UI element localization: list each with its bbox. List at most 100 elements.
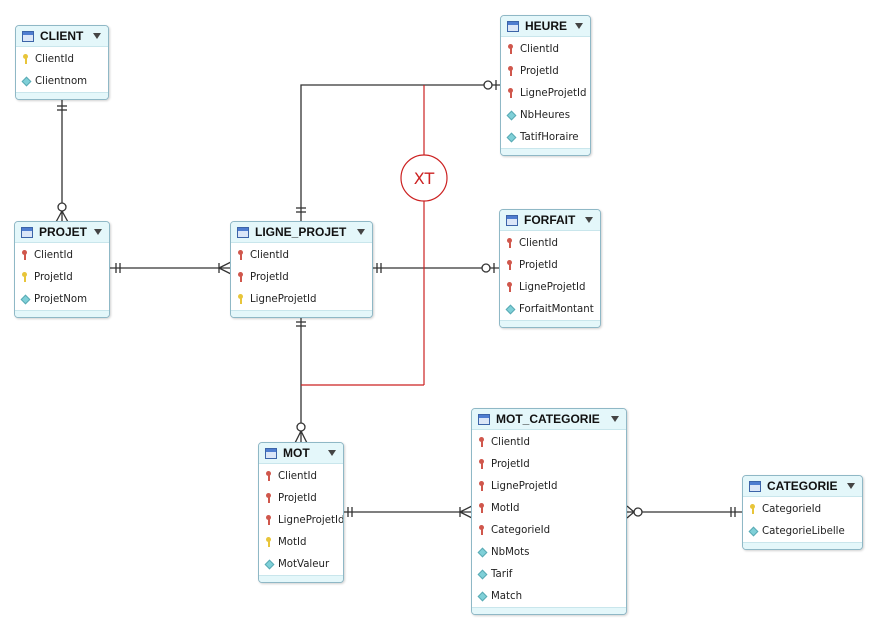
primary-key-icon — [22, 54, 30, 64]
table-header[interactable]: CATEGORIE — [743, 476, 862, 497]
column-row[interactable]: TatifHoraire — [501, 126, 590, 148]
column-row[interactable]: MotId — [472, 497, 626, 519]
foreign-key-icon — [478, 525, 486, 535]
column-row[interactable]: ProjetId — [259, 487, 343, 509]
column-row[interactable]: ProjetId — [501, 60, 590, 82]
column-row[interactable]: MotId — [259, 531, 343, 553]
dropdown-arrow-icon[interactable] — [357, 229, 365, 235]
dropdown-arrow-icon[interactable] — [328, 450, 336, 456]
foreign-key-icon — [478, 459, 486, 469]
column-row[interactable]: LigneProjetId — [500, 276, 600, 298]
table-header[interactable]: LIGNE_PROJET — [231, 222, 372, 243]
column-name: Match — [491, 590, 523, 602]
table-footer — [16, 92, 108, 99]
column-row[interactable]: ClientId — [259, 465, 343, 487]
table-icon — [478, 413, 490, 425]
column-row[interactable]: NbMots — [472, 541, 626, 563]
column-row[interactable]: ClientId — [500, 232, 600, 254]
column-row[interactable]: ClientId — [15, 244, 109, 266]
column-name: CategorieId — [491, 524, 551, 536]
column-row[interactable]: MotValeur — [259, 553, 343, 575]
column-row[interactable]: ClientId — [501, 38, 590, 60]
table-icon — [265, 447, 277, 459]
table-name: LIGNE_PROJET — [255, 225, 347, 239]
column-row[interactable]: LigneProjetId — [501, 82, 590, 104]
column-row[interactable]: ProjetId — [15, 266, 109, 288]
table-footer — [472, 607, 626, 614]
dropdown-arrow-icon[interactable] — [93, 33, 101, 39]
table-icon — [21, 226, 33, 238]
column-row[interactable]: Match — [472, 585, 626, 607]
column-row[interactable]: ClientId — [231, 244, 372, 266]
table-header[interactable]: HEURE — [501, 16, 590, 37]
foreign-key-icon — [478, 481, 486, 491]
column-row[interactable]: ProjetId — [500, 254, 600, 276]
xt-constraint-label: XT — [413, 169, 435, 188]
column-row[interactable]: ProjetId — [231, 266, 372, 288]
dropdown-arrow-icon[interactable] — [611, 416, 619, 422]
column-name: ClientId — [519, 237, 558, 249]
foreign-key-icon — [265, 471, 273, 481]
table-header[interactable]: PROJET — [15, 222, 109, 243]
column-name: LigneProjetId — [519, 281, 586, 293]
table-header[interactable]: MOT — [259, 443, 343, 464]
column-name: ProjetId — [278, 492, 317, 504]
column-row[interactable]: ProjetId — [472, 453, 626, 475]
column-name: ProjetId — [520, 65, 559, 77]
column-row[interactable]: ClientId — [472, 431, 626, 453]
table-icon — [507, 20, 519, 32]
table-icon — [749, 480, 761, 492]
dropdown-arrow-icon[interactable] — [585, 217, 593, 223]
column-row[interactable]: Clientnom — [16, 70, 108, 92]
column-row[interactable]: Tarif — [472, 563, 626, 585]
dropdown-arrow-icon[interactable] — [847, 483, 855, 489]
column-name: ForfaitMontant — [519, 303, 594, 315]
column-row[interactable]: CategorieId — [743, 498, 862, 520]
table-header[interactable]: MOT_CATEGORIE — [472, 409, 626, 430]
primary-key-icon — [237, 294, 245, 304]
column-row[interactable]: NbHeures — [501, 104, 590, 126]
table-footer — [259, 575, 343, 582]
column-name: TatifHoraire — [520, 131, 579, 143]
table-icon — [22, 30, 34, 42]
table-footer — [500, 320, 600, 327]
table-footer — [501, 148, 590, 155]
attribute-diamond-icon — [749, 526, 757, 536]
column-row[interactable]: CategorieLibelle — [743, 520, 862, 542]
column-row[interactable]: CategorieId — [472, 519, 626, 541]
column-name: ProjetNom — [34, 293, 88, 305]
table-header[interactable]: CLIENT — [16, 26, 108, 47]
column-row[interactable]: LigneProjetId — [472, 475, 626, 497]
column-row[interactable]: ForfaitMontant — [500, 298, 600, 320]
column-name: ClientId — [35, 53, 74, 65]
column-row[interactable]: ClientId — [16, 48, 108, 70]
foreign-key-icon — [507, 66, 515, 76]
column-name: ClientId — [34, 249, 73, 261]
foreign-key-icon — [237, 250, 245, 260]
table-name: HEURE — [525, 19, 568, 33]
foreign-key-icon — [506, 282, 514, 292]
column-name: MotId — [278, 536, 307, 548]
foreign-key-icon — [506, 238, 514, 248]
dropdown-arrow-icon[interactable] — [575, 23, 583, 29]
dropdown-arrow-icon[interactable] — [94, 229, 102, 235]
table-header[interactable]: FORFAIT — [500, 210, 600, 231]
foreign-key-icon — [478, 503, 486, 513]
column-name: ProjetId — [250, 271, 289, 283]
column-row[interactable]: ProjetNom — [15, 288, 109, 310]
column-row[interactable]: LigneProjetId — [231, 288, 372, 310]
xt-constraint — [301, 85, 448, 386]
column-row[interactable]: LigneProjetId — [259, 509, 343, 531]
